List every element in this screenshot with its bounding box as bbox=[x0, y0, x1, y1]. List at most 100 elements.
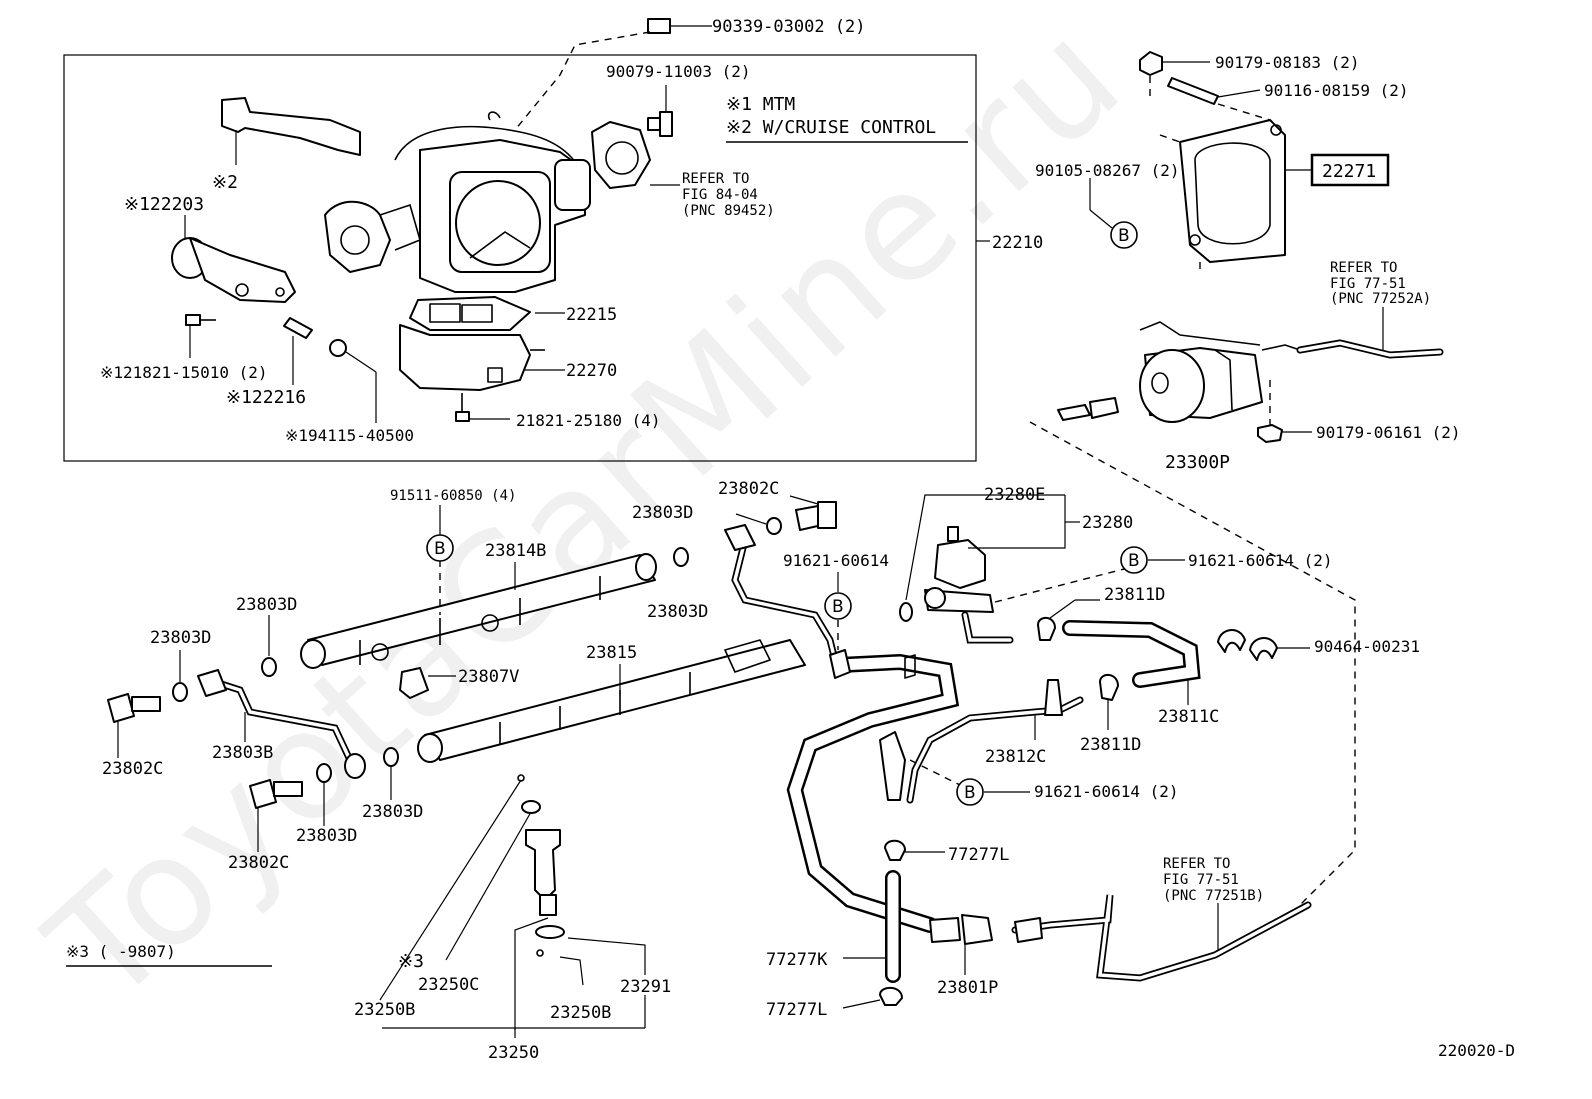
label-91621-right: 91621-60614 (2) bbox=[1188, 551, 1333, 570]
highlight-box-22271[interactable] bbox=[1310, 153, 1390, 187]
label-77277K: 77277K bbox=[766, 950, 828, 970]
isc-valve[interactable] bbox=[399, 296, 565, 391]
label-122216: ※122216 bbox=[226, 387, 306, 408]
union-23801p[interactable] bbox=[929, 914, 993, 975]
throttle-position-sensor[interactable] bbox=[171, 215, 296, 303]
label-23250: 23250 bbox=[488, 1043, 539, 1063]
stud-90116[interactable] bbox=[1167, 77, 1261, 105]
marker-b-1 bbox=[1110, 221, 1138, 249]
label-21821-25180: 21821-25180 (4) bbox=[516, 411, 661, 430]
label-23803D-top: 23803D bbox=[632, 503, 693, 523]
label-90116: 90116-08159 (2) bbox=[1264, 81, 1409, 100]
fuel-pipe-ref2-inner bbox=[1298, 341, 1442, 357]
delivery-pipe-23815[interactable] bbox=[417, 639, 806, 763]
screw-90079[interactable] bbox=[647, 85, 673, 137]
label-23815: 23815 bbox=[586, 643, 637, 663]
label-x2: ※2 bbox=[212, 172, 238, 193]
label-23291: 23291 bbox=[620, 977, 671, 997]
label-22270: 22270 bbox=[566, 361, 617, 381]
label-23801P: 23801P bbox=[937, 978, 998, 998]
label-23802C-top: 23802C bbox=[718, 479, 779, 499]
fuel-injector[interactable] bbox=[517, 774, 565, 957]
marker-b-4 bbox=[1120, 546, 1148, 574]
marker-b-5 bbox=[956, 778, 984, 806]
bolt-21821-25180[interactable] bbox=[455, 393, 510, 422]
label-x3: ※3 bbox=[398, 951, 424, 972]
delivery-pipe-23814b[interactable] bbox=[300, 553, 657, 669]
fuel-pipe-ref3 bbox=[1011, 894, 1312, 982]
label-23811C: 23811C bbox=[1158, 707, 1219, 727]
figure-code: 220020-D bbox=[1438, 1041, 1515, 1060]
fuel-pipe-23803b[interactable] bbox=[197, 669, 366, 779]
bolt-90179-08183[interactable] bbox=[1139, 51, 1210, 76]
bolt-23802c-left[interactable] bbox=[107, 693, 161, 758]
label-23802C-bot: 23802C bbox=[228, 853, 289, 873]
label-23300P: 23300P bbox=[1165, 452, 1230, 473]
label-23250C: 23250C bbox=[418, 975, 479, 995]
union-left[interactable] bbox=[1057, 397, 1119, 421]
leader-23280 bbox=[968, 495, 1066, 549]
dash-b4 bbox=[994, 567, 1129, 603]
clamp-23811d-top[interactable] bbox=[1037, 599, 1100, 641]
label-23812C: 23812C bbox=[985, 747, 1046, 767]
label-22271: 22271 bbox=[1322, 161, 1376, 182]
marker-b-3 bbox=[824, 592, 852, 620]
bolt-23802c-bot[interactable] bbox=[249, 779, 303, 852]
damper-23807v[interactable] bbox=[399, 667, 456, 699]
label-23803D-b: 23803D bbox=[150, 628, 211, 648]
throttle-body[interactable] bbox=[324, 111, 591, 293]
label-77277L-bot: 77277L bbox=[766, 1000, 827, 1020]
label-22210: 22210 bbox=[992, 233, 1043, 253]
watermark: ToyotaCarMine.ru bbox=[17, 0, 1156, 1037]
fuel-pipe-union bbox=[724, 524, 839, 664]
washer-23803d-a[interactable] bbox=[261, 657, 277, 677]
dash-gasket bbox=[1159, 134, 1201, 272]
ref2-line1: REFER TO bbox=[1330, 260, 1397, 276]
o-ring-23280e[interactable] bbox=[899, 602, 913, 622]
marker-b-1-text: B bbox=[1118, 226, 1130, 246]
hose-23811c[interactable] bbox=[1062, 620, 1201, 688]
label-22215: 22215 bbox=[566, 305, 617, 325]
dash-long bbox=[1029, 421, 1356, 906]
ref3-line2: FIG 77-51 bbox=[1163, 872, 1239, 888]
label-90179-06161: 90179-06161 (2) bbox=[1316, 423, 1461, 442]
clamp-77277l-bot[interactable] bbox=[842, 986, 903, 1009]
fuel-filter[interactable] bbox=[1139, 321, 1301, 423]
fuel-hose-main[interactable] bbox=[786, 649, 960, 933]
label-91621-bot: 91621-60614 (2) bbox=[1034, 782, 1179, 801]
ref3-line1: REFER TO bbox=[1163, 856, 1230, 872]
clamp-23811d-bot[interactable] bbox=[1099, 674, 1119, 730]
label-90179-08183: 90179-08183 (2) bbox=[1215, 53, 1360, 72]
bolt-90179-06161[interactable] bbox=[1257, 424, 1312, 443]
bolt-90339[interactable] bbox=[514, 18, 712, 131]
washer-23803d-b[interactable] bbox=[172, 682, 188, 702]
nut-94115[interactable] bbox=[329, 339, 377, 423]
washer-23803d-d[interactable] bbox=[316, 763, 332, 783]
leader-90105b bbox=[1089, 209, 1113, 229]
clamp-77277l-top[interactable] bbox=[884, 839, 945, 861]
washer-23803d-c[interactable] bbox=[383, 747, 399, 767]
label-77277L-top: 77277L bbox=[948, 845, 1009, 865]
label-23803D-c: 23803D bbox=[362, 802, 423, 822]
label-91511: 91511-60850 (4) bbox=[390, 488, 516, 504]
washer-23803d-r[interactable] bbox=[673, 547, 689, 567]
label-90079: 90079-11003 (2) bbox=[606, 62, 751, 81]
pin-22216[interactable] bbox=[283, 317, 313, 385]
marker-b-5-text: B bbox=[964, 783, 976, 803]
label-21821-15010: ※121821-15010 (2) bbox=[100, 363, 268, 382]
screw-21821-15010[interactable] bbox=[185, 314, 216, 358]
label-23803D-d: 23803D bbox=[296, 826, 357, 846]
gasket-22271[interactable] bbox=[1179, 119, 1286, 263]
label-23250B-l: 23250B bbox=[354, 1000, 415, 1020]
label-90464: 90464-00231 bbox=[1314, 637, 1420, 656]
fuel-pipe-23812c[interactable] bbox=[906, 679, 1084, 804]
clip-90464[interactable] bbox=[1217, 629, 1310, 661]
bolt-23802c-top[interactable] bbox=[795, 501, 837, 531]
label-90105: 90105-08267 (2) bbox=[1035, 161, 1180, 180]
pressure-regulator[interactable] bbox=[924, 526, 1014, 644]
label-23802C-left: 23802C bbox=[102, 759, 163, 779]
washer-23803d-top[interactable] bbox=[766, 517, 782, 535]
ref1-line1: REFER TO bbox=[682, 171, 749, 187]
leader-23803d-top bbox=[735, 513, 767, 525]
